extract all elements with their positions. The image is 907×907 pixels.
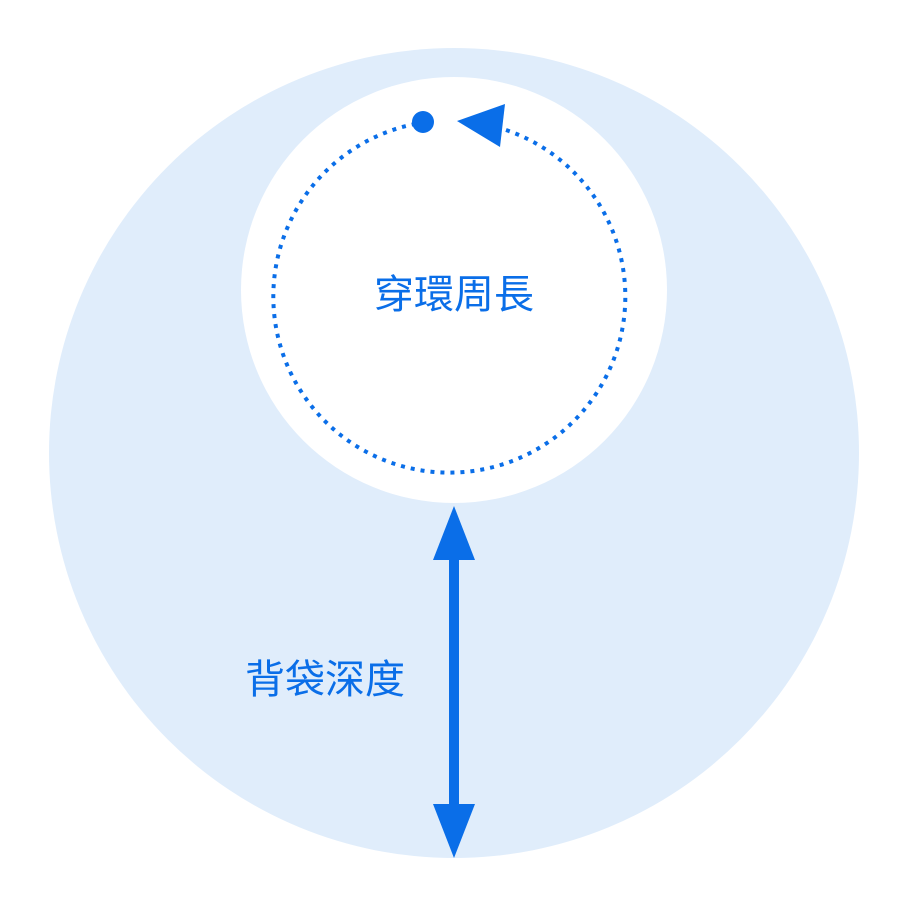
inner-ring-circle [241, 77, 667, 503]
depth-label: 背袋深度 [245, 657, 405, 703]
circumference-start-dot [412, 111, 434, 133]
depth-arrow-up-icon [433, 506, 475, 560]
circumference-label: 穿環周長 [374, 272, 534, 318]
depth-arrow-down-icon [433, 804, 475, 858]
circumference-dotted-path [271, 122, 628, 475]
circumference-arrow-icon [457, 104, 505, 147]
